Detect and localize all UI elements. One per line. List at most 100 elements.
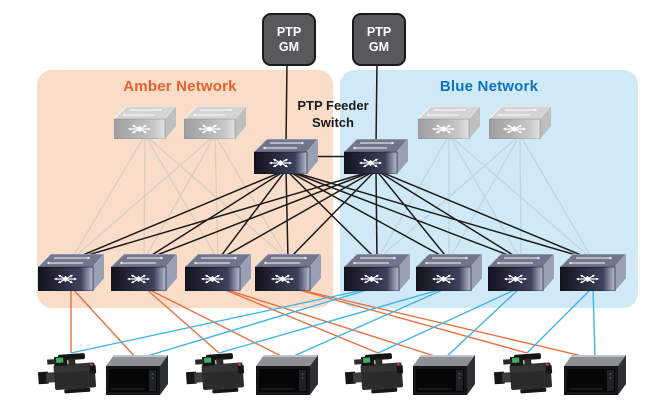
arrow-tip [204,280,209,284]
switch-icon [268,158,293,168]
link-gm1-feeder_a [285,61,288,146]
spine-switch-b2 [488,105,552,144]
arrow-tip [192,113,196,117]
arrow-tip [447,280,452,284]
arrow-tip [524,277,528,281]
arrow-tip [426,113,430,117]
arrow-tip [127,127,131,131]
arrow-tip [591,274,596,278]
switch-icon [270,274,295,284]
arrow-tip [609,256,613,260]
switch-top-arrows [424,256,469,265]
arrow-tip [193,261,197,265]
switch-top-arrows [262,141,305,150]
link-feeder_b-leaf_a1 [70,169,377,261]
switch-top-arrows [568,256,613,265]
link-feeder_a-leaf_a2 [143,169,287,261]
arrow-tip [502,127,506,131]
arrow-tip [268,161,272,165]
ptp-feeder-switch-label-line1: PTP Feeder [297,98,369,113]
link-leaf_a1-srv1 [70,286,138,360]
leaf-switch-a3 [184,253,252,296]
link-leaf_b6-srv2 [286,286,450,360]
arrow-tip [221,277,225,281]
arrow-tip [218,127,222,131]
switch-icon [200,274,225,284]
switch-top-arrows [46,256,91,265]
arrow-tip [286,280,291,284]
server-icon [256,355,318,395]
ptp-grandmaster-2-label-line2: GM [368,39,390,54]
arrow-tip [424,261,428,265]
arrow-tip [506,124,511,128]
link-spine_a2-leaf_a3 [214,134,219,261]
arrow-tip [435,130,440,134]
arrow-tip [379,161,383,165]
link-feeder_a-leaf_a4 [285,169,289,261]
arrow-tip [591,280,596,284]
arrow-tip [503,277,507,281]
arrow-tip [575,277,579,281]
server-3 [413,355,475,400]
arrow-tip [391,141,395,145]
leaf-switch-b8 [559,253,627,296]
switch-icon [126,274,151,284]
arrow-tip [201,130,206,134]
arrow-tip [380,277,384,281]
arrow-tip [289,161,293,165]
arrow-tip [568,261,572,265]
camera-icon [493,353,553,394]
arrow-tip [126,277,130,281]
ptp-grandmaster-2-label-line1: PTP [366,24,392,39]
ptp-grandmaster-1-label-line1: PTP [276,24,302,39]
arrow-tip [375,274,380,278]
leaf-switch-b7 [487,253,555,296]
camera-icon [344,353,404,394]
arrow-tip [435,124,440,128]
arrow-tip [358,161,362,165]
camera-icon [185,353,245,394]
link-spine_a1-leaf_a3 [144,134,219,261]
link-spine_b1-leaf_b5 [376,134,450,261]
link-feeder_b-leaf_b6 [375,169,450,261]
arrow-tip [131,130,136,134]
leaf-switch-a4 [254,253,322,296]
arrow-tip [274,280,279,284]
arrow-tip [142,274,147,278]
arrow-tip [431,127,435,131]
leaf-switch-a1 [37,253,105,296]
arrow-tip [497,113,501,117]
arrow-tip [362,158,367,162]
switch-top-arrows [352,141,395,150]
switch-icon [127,124,152,134]
arrow-tip [579,274,584,278]
arrow-tip [204,274,209,278]
arrow-tip [352,146,356,150]
link-spine_b2-leaf_b5 [376,134,521,261]
link-leaf_b5-cam1 [70,286,378,354]
arrow-tip [213,124,218,128]
arrow-tip [596,277,600,281]
link-leaf_b8-srv4 [592,286,596,360]
link-feeder_b-leaf_b5 [375,169,378,261]
arrow-tip [119,261,123,265]
switch-icon [197,124,222,134]
camera-4 [493,349,560,400]
blue-network-label: Blue Network [439,78,539,95]
switch-icon [431,274,456,284]
switch-top-arrows [122,108,163,117]
arrow-tip [463,108,467,112]
arrow-tip [147,277,151,281]
spine-switch-a2 [183,105,247,144]
spine-switch-b1 [417,105,481,144]
arrow-tip [447,130,452,134]
ptp-feeder-switch-label-line2: Switch [312,114,354,130]
arrow-tip [142,280,147,284]
camera-3 [344,349,411,400]
link-leaf_a2-cam2 [143,286,220,354]
arrow-tip [363,274,368,278]
leaf-switch-b6 [415,253,483,296]
arrow-tip [201,124,206,128]
